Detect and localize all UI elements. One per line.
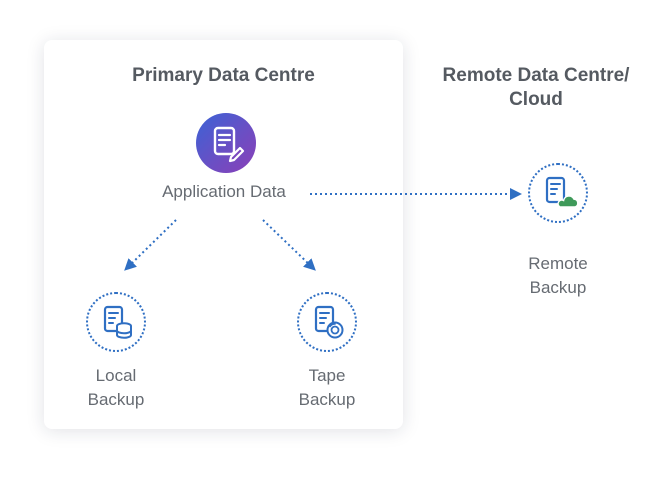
application-data-label: Application Data [162,182,286,201]
local-backup-label: Local Backup [66,364,166,412]
local-backup-node [86,292,146,352]
tape-backup-label: Tape Backup [277,364,377,412]
remote-backup-label: Remote Backup [508,252,608,300]
arrow-to-tape-backup [262,219,316,271]
document-tape-icon [314,305,344,339]
primary-data-centre-title: Primary Data Centre [132,65,315,86]
remote-title-line2: Cloud [509,89,563,110]
tape-backup-line2: Backup [298,390,356,409]
document-cloud-icon [545,176,579,208]
local-backup-line1: Local [95,366,137,385]
remote-title-line1: Remote Data Centre/ [442,65,630,86]
document-database-icon [103,305,132,339]
document-edit-icon [196,113,256,173]
remote-backup-line1: Remote [528,254,588,273]
arrow-to-local-backup [124,219,177,271]
local-backup-line2: Backup [87,390,145,409]
tape-backup-line1: Tape [308,366,346,385]
primary-data-centre-panel [44,40,403,429]
remote-backup-node [528,163,588,223]
remote-backup-line2: Backup [529,278,587,297]
tape-backup-node [297,292,357,352]
remote-data-centre-title: Remote Data Centre/ Cloud [420,64,652,112]
